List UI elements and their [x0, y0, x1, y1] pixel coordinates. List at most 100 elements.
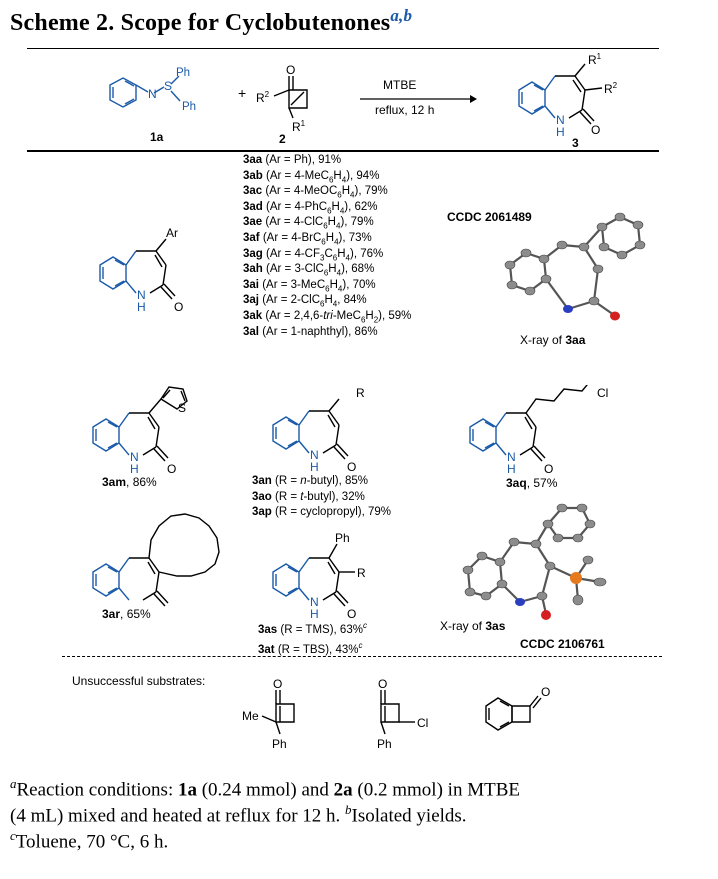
label-ph: Ph: [272, 737, 287, 751]
label-me: Me: [242, 709, 259, 723]
ccdc-number-2: CCDC 2106761: [520, 637, 605, 651]
dashed-divider: [62, 656, 662, 657]
entry-3aj: 3aj (Ar = 2-ClC6H4, 84%: [243, 294, 367, 309]
entry-3as: 3as (R = TMS), 63%c: [258, 621, 367, 636]
svg-text:O: O: [347, 607, 356, 620]
label-ph: Ph: [377, 737, 392, 751]
product-3-label: 3: [572, 136, 579, 150]
atom-o: O: [591, 123, 600, 137]
series-as-entry-list: 3as (R = TMS), 63%c 3at (R = TBS), 43%c: [258, 618, 367, 658]
series-as-structure: Ph R N H O: [272, 531, 366, 620]
header-rule: [27, 150, 659, 152]
svg-text:R2: R2: [604, 81, 618, 96]
entry-3an: 3an (R = n-butyl), 85%: [252, 475, 369, 487]
entry-3ac: 3ac (Ar = 4-MeOC6H4), 79%: [243, 185, 388, 200]
entry-id: 3ak: [243, 309, 266, 322]
compound-3aq-label: 3aq: [506, 476, 527, 490]
footnote-a-b: (4 mL) mixed and heated at reflux for 12…: [10, 802, 467, 827]
atom-h: H: [556, 125, 565, 139]
entry-id: 3ac: [243, 185, 266, 198]
entry-3ad: 3ad (Ar = 4-PhC6H4), 62%: [243, 200, 378, 216]
entry-3ao: 3ao (R = t-butyl), 32%: [252, 490, 365, 503]
top-rule: [27, 48, 659, 49]
svg-text:H: H: [310, 460, 319, 473]
svg-text:O: O: [167, 462, 176, 475]
svg-text:N: N: [507, 450, 516, 464]
xray-1-caption: X-ray of: [520, 333, 566, 347]
compound-3aq-structure: Cl N H O: [469, 385, 608, 475]
entry-id: 3ab: [243, 169, 267, 182]
label-r: R: [356, 386, 365, 400]
atom-s: S: [164, 79, 172, 93]
entry-3af: 3af (Ar = 4-BrC6H4), 73%: [243, 231, 372, 247]
xray-2-compound: 3as: [485, 619, 506, 633]
svg-text:R2: R2: [256, 90, 270, 105]
label-ph: Ph: [335, 531, 350, 545]
svg-text:N: N: [130, 450, 139, 464]
entry-id: 3af: [243, 231, 263, 244]
condition-solvent: MTBE: [383, 78, 417, 92]
atom-o: O: [286, 63, 295, 77]
series-an-structure: R N H O: [272, 386, 365, 473]
entry-3ae: 3ae (Ar = 4-ClC6H4), 79%: [243, 216, 374, 231]
scheme-title-text: Scheme 2. Scope for Cyclobutenones: [10, 10, 391, 36]
atom-cl: Cl: [597, 386, 608, 400]
reagent-1a-structure: N S Ph Ph: [109, 67, 196, 113]
atom-o: O: [378, 677, 387, 691]
entry-3al: 3al (Ar = 1-naphthyl), 86%: [243, 325, 378, 338]
compound-3am-structure: S N H O: [92, 386, 188, 475]
unsuccessful-substrate-2: O Cl Ph: [377, 677, 428, 751]
entry-id: 3aj: [243, 294, 263, 307]
entry-id: 3ai: [243, 278, 263, 291]
svg-text:R1: R1: [588, 52, 602, 67]
atom-o: O: [273, 677, 282, 691]
svg-text:N: N: [310, 595, 319, 609]
compound-3ar-yield: , 65%: [120, 607, 151, 621]
svg-text:R1: R1: [292, 119, 306, 134]
label-r1: R: [588, 53, 597, 67]
ccdc-number-1: CCDC 2061489: [447, 210, 532, 224]
series-a-structure: Ar N H O: [99, 226, 183, 314]
label-ph-bottom: Ph: [182, 101, 196, 113]
plus-sign: +: [238, 85, 247, 101]
compound-3ar-label: 3ar: [102, 607, 121, 621]
label-r1: R: [292, 120, 301, 134]
series-a-entry-list: 3aa (Ar = Ph), 91% 3ab (Ar = 4-MeC6H4), 9…: [243, 153, 411, 340]
unsuccessful-substrate-1: O Me Ph: [242, 677, 295, 751]
atom-cl: Cl: [417, 716, 428, 730]
entry-3aa: 3aa (Ar = Ph), 91%: [243, 154, 342, 166]
label-r2-sup: 2: [265, 90, 270, 99]
footnote-a: aReaction conditions: 1a (0.24 mmol) and…: [10, 776, 520, 801]
svg-text:H: H: [130, 462, 139, 475]
entry-3ai: 3ai (Ar = 3-MeC6H4), 70%: [243, 278, 376, 294]
xray-3aa-ortep: [504, 212, 646, 321]
atom-s: S: [178, 401, 186, 415]
entry-id: 3ah: [243, 263, 267, 276]
label-ph-top: Ph: [176, 67, 190, 79]
reaction-arrow: [360, 95, 477, 103]
footnote-c: cToluene, 70 °C, 6 h.: [10, 828, 169, 853]
label-r1-sup: 1: [301, 119, 306, 128]
entry-3ab: 3ab (Ar = 4-MeC6H4), 94%: [243, 169, 380, 184]
xray-2-caption: X-ray of: [440, 619, 486, 633]
series-an-entry-list: 3an (R = n-butyl), 85% 3ao (R = t-butyl),…: [252, 474, 391, 521]
entry-3ah: 3ah (Ar = 3-ClC6H4), 68%: [243, 263, 375, 278]
compound-3ar-structure: [92, 513, 220, 607]
unsuccessful-substrate-3: O: [485, 685, 550, 731]
label-r2: R: [604, 82, 613, 96]
unsuccessful-label: Unsuccessful substrates:: [72, 674, 206, 688]
reagent-2-label: 2: [279, 132, 286, 146]
atom-n: N: [556, 113, 565, 127]
atom-o: O: [174, 300, 183, 314]
entry-3ap: 3ap (R = cyclopropyl), 79%: [252, 506, 392, 518]
label-r2: R: [256, 91, 265, 105]
scheme-title: Scheme 2. Scope for Cyclobutenonesa,b: [10, 6, 412, 37]
entry-id: 3ae: [243, 216, 266, 229]
compound-3aq-yield: , 57%: [526, 476, 558, 490]
entry-id: 3aa: [243, 154, 266, 166]
svg-text:H: H: [507, 462, 516, 475]
label-r2-sup: 2: [613, 81, 618, 90]
entry-3at: 3at (R = TBS), 43%c: [258, 640, 363, 656]
reagent-2-structure: O R2 R1: [256, 63, 308, 134]
condition-temp-time: reflux, 12 h: [375, 103, 435, 117]
